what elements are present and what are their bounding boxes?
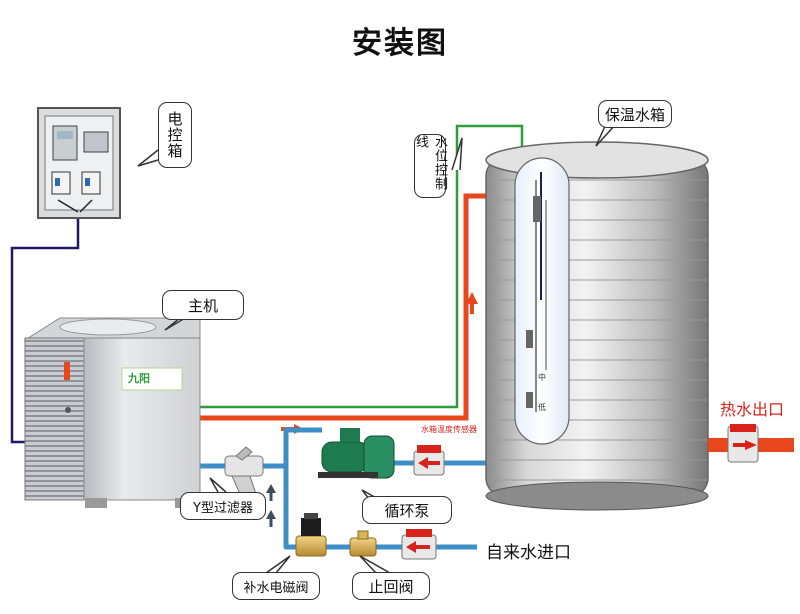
insulated-water-tank	[485, 141, 709, 511]
host-unit-label: 主机	[162, 290, 244, 320]
hot-water-outlet-pipe	[708, 424, 794, 463]
check-valve	[349, 530, 377, 557]
flow-arrow-up-icon	[466, 292, 478, 314]
control-box-label: 电控箱	[158, 102, 192, 168]
inlet-ball-valve	[401, 529, 437, 560]
level-mid-label: 中	[538, 373, 546, 382]
check-valve-label: 止回阀	[352, 572, 430, 600]
control-box	[37, 107, 121, 219]
y-filter-label: Y型过滤器	[180, 492, 266, 520]
makeup-valve-label: 补水电磁阀	[232, 572, 320, 600]
hot-water-pipe	[200, 193, 486, 421]
unit-brand-logo: 九阳	[128, 372, 150, 385]
heat-pump-unit	[23, 317, 201, 508]
tap-inlet-label: 自来水进口	[486, 543, 571, 563]
sensor-wire-label: 水箱温度传感器	[421, 425, 477, 434]
ball-valve	[413, 445, 445, 476]
water-tank-label: 保温水箱	[598, 100, 672, 128]
hot-water-outlet-label: 热水出口	[720, 400, 785, 419]
circulation-pump	[318, 428, 395, 479]
level-control-wire	[200, 124, 524, 409]
pump-label: 循环泵	[362, 496, 452, 524]
level-wire-label: 水位控制线	[413, 134, 447, 198]
control-wire	[10, 218, 80, 444]
makeup-solenoid-valve	[295, 513, 327, 557]
callout-pointers	[137, 123, 617, 574]
level-low-label: 低	[538, 403, 546, 412]
y-filter	[224, 446, 264, 495]
flow-arrow-icon	[266, 484, 276, 527]
page-title: 安装图	[352, 26, 448, 61]
